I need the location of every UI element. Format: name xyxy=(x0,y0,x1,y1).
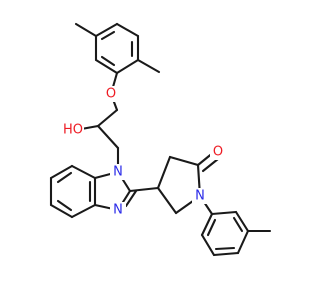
bond xyxy=(124,189,138,208)
bond xyxy=(96,108,119,128)
bond xyxy=(206,218,217,237)
label-halo xyxy=(192,188,208,204)
bond xyxy=(70,203,97,219)
bond xyxy=(74,22,98,38)
bond xyxy=(234,210,250,233)
bond xyxy=(56,171,73,184)
bond xyxy=(94,58,119,75)
bond xyxy=(49,164,74,180)
bond xyxy=(200,233,216,257)
bond xyxy=(70,164,97,180)
bonds xyxy=(49,22,272,257)
bond xyxy=(100,30,116,41)
bond xyxy=(201,157,220,173)
bond xyxy=(212,251,240,257)
bond xyxy=(168,155,200,167)
bond xyxy=(94,22,119,38)
bond xyxy=(115,58,140,75)
bond xyxy=(115,22,140,38)
bond xyxy=(156,186,178,215)
bond xyxy=(200,212,214,237)
carbonyl-oxygen-label: O xyxy=(213,145,223,160)
bond xyxy=(136,58,161,74)
bond xyxy=(232,216,244,233)
bond xyxy=(100,55,116,67)
bond xyxy=(156,155,172,190)
bond xyxy=(128,186,160,193)
hydroxyl-label: HO xyxy=(63,123,83,138)
pyrrolidinone-n-label: N xyxy=(195,189,205,204)
bond xyxy=(214,246,236,251)
label-halo xyxy=(110,164,126,180)
bond xyxy=(236,229,250,255)
label-halo xyxy=(210,144,226,160)
label-halo xyxy=(110,202,126,218)
bond xyxy=(210,210,238,216)
label-halo xyxy=(103,86,119,102)
ether-oxygen-label: O xyxy=(106,87,116,102)
bond xyxy=(49,203,74,219)
benzimidazole-n3-label: N xyxy=(113,203,123,218)
bond xyxy=(56,199,73,212)
label-halo xyxy=(62,122,84,138)
molecule-structure: O HO N N O N xyxy=(49,22,272,257)
bond xyxy=(96,124,120,150)
benzimidazole-n1-label: N xyxy=(113,165,123,180)
atom-labels: O HO N N O N xyxy=(62,86,226,218)
